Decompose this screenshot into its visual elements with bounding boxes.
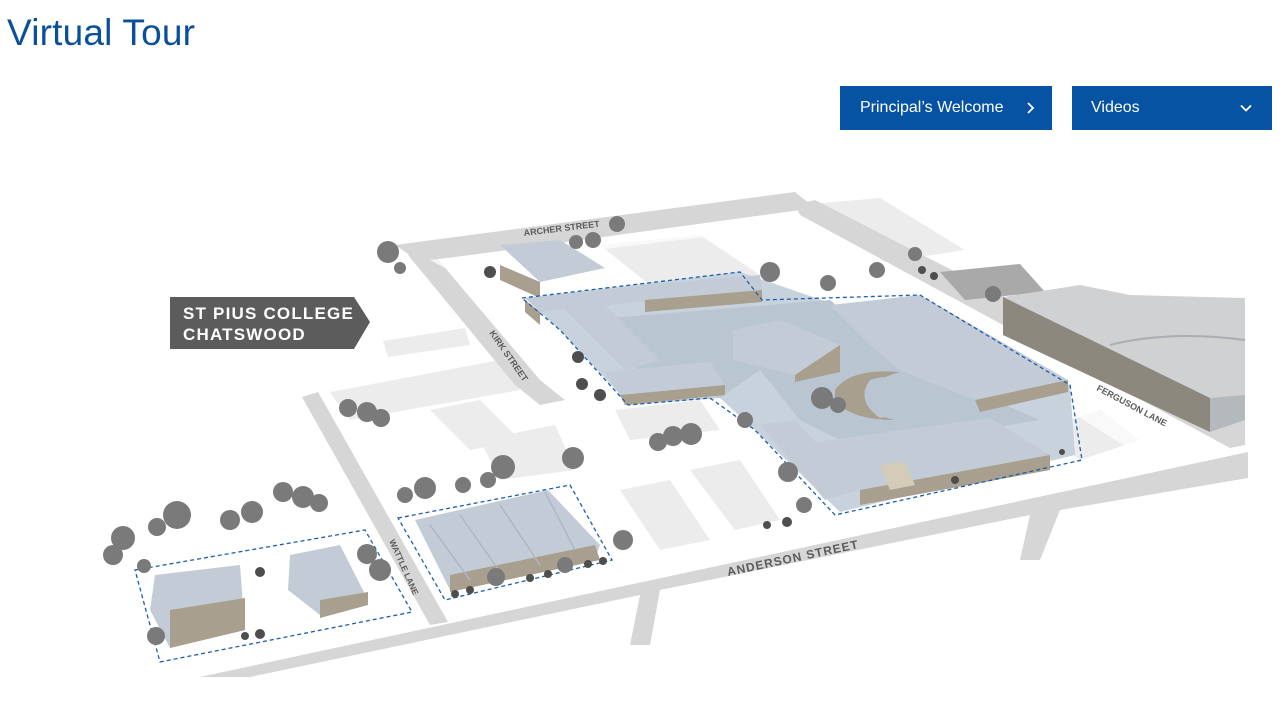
west-campus[interactable] [150, 490, 600, 648]
street-label-anderson: ANDERSON STREET [726, 537, 860, 579]
chevron-down-icon [1240, 104, 1252, 112]
school-name-tag: ST PIUS COLLEGE CHATSWOOD [170, 297, 370, 349]
neighbour-building [940, 264, 1246, 432]
campus-map[interactable]: ARCHER STREET KIRK STREET FERGUSON LANE … [0, 150, 1281, 702]
page-title: Virtual Tour [7, 12, 196, 53]
videos-dropdown[interactable]: Videos [1072, 86, 1272, 130]
chevron-right-icon [1027, 102, 1035, 114]
roads[interactable] [200, 192, 1248, 677]
principals-welcome-button[interactable]: Principal’s Welcome [840, 86, 1052, 130]
school-name-line1: ST PIUS COLLEGE [183, 304, 354, 323]
principals-welcome-label: Principal’s Welcome [860, 99, 1004, 116]
trees [103, 216, 1065, 645]
videos-label: Videos [1091, 99, 1140, 116]
school-name-line2: CHATSWOOD [183, 325, 306, 344]
